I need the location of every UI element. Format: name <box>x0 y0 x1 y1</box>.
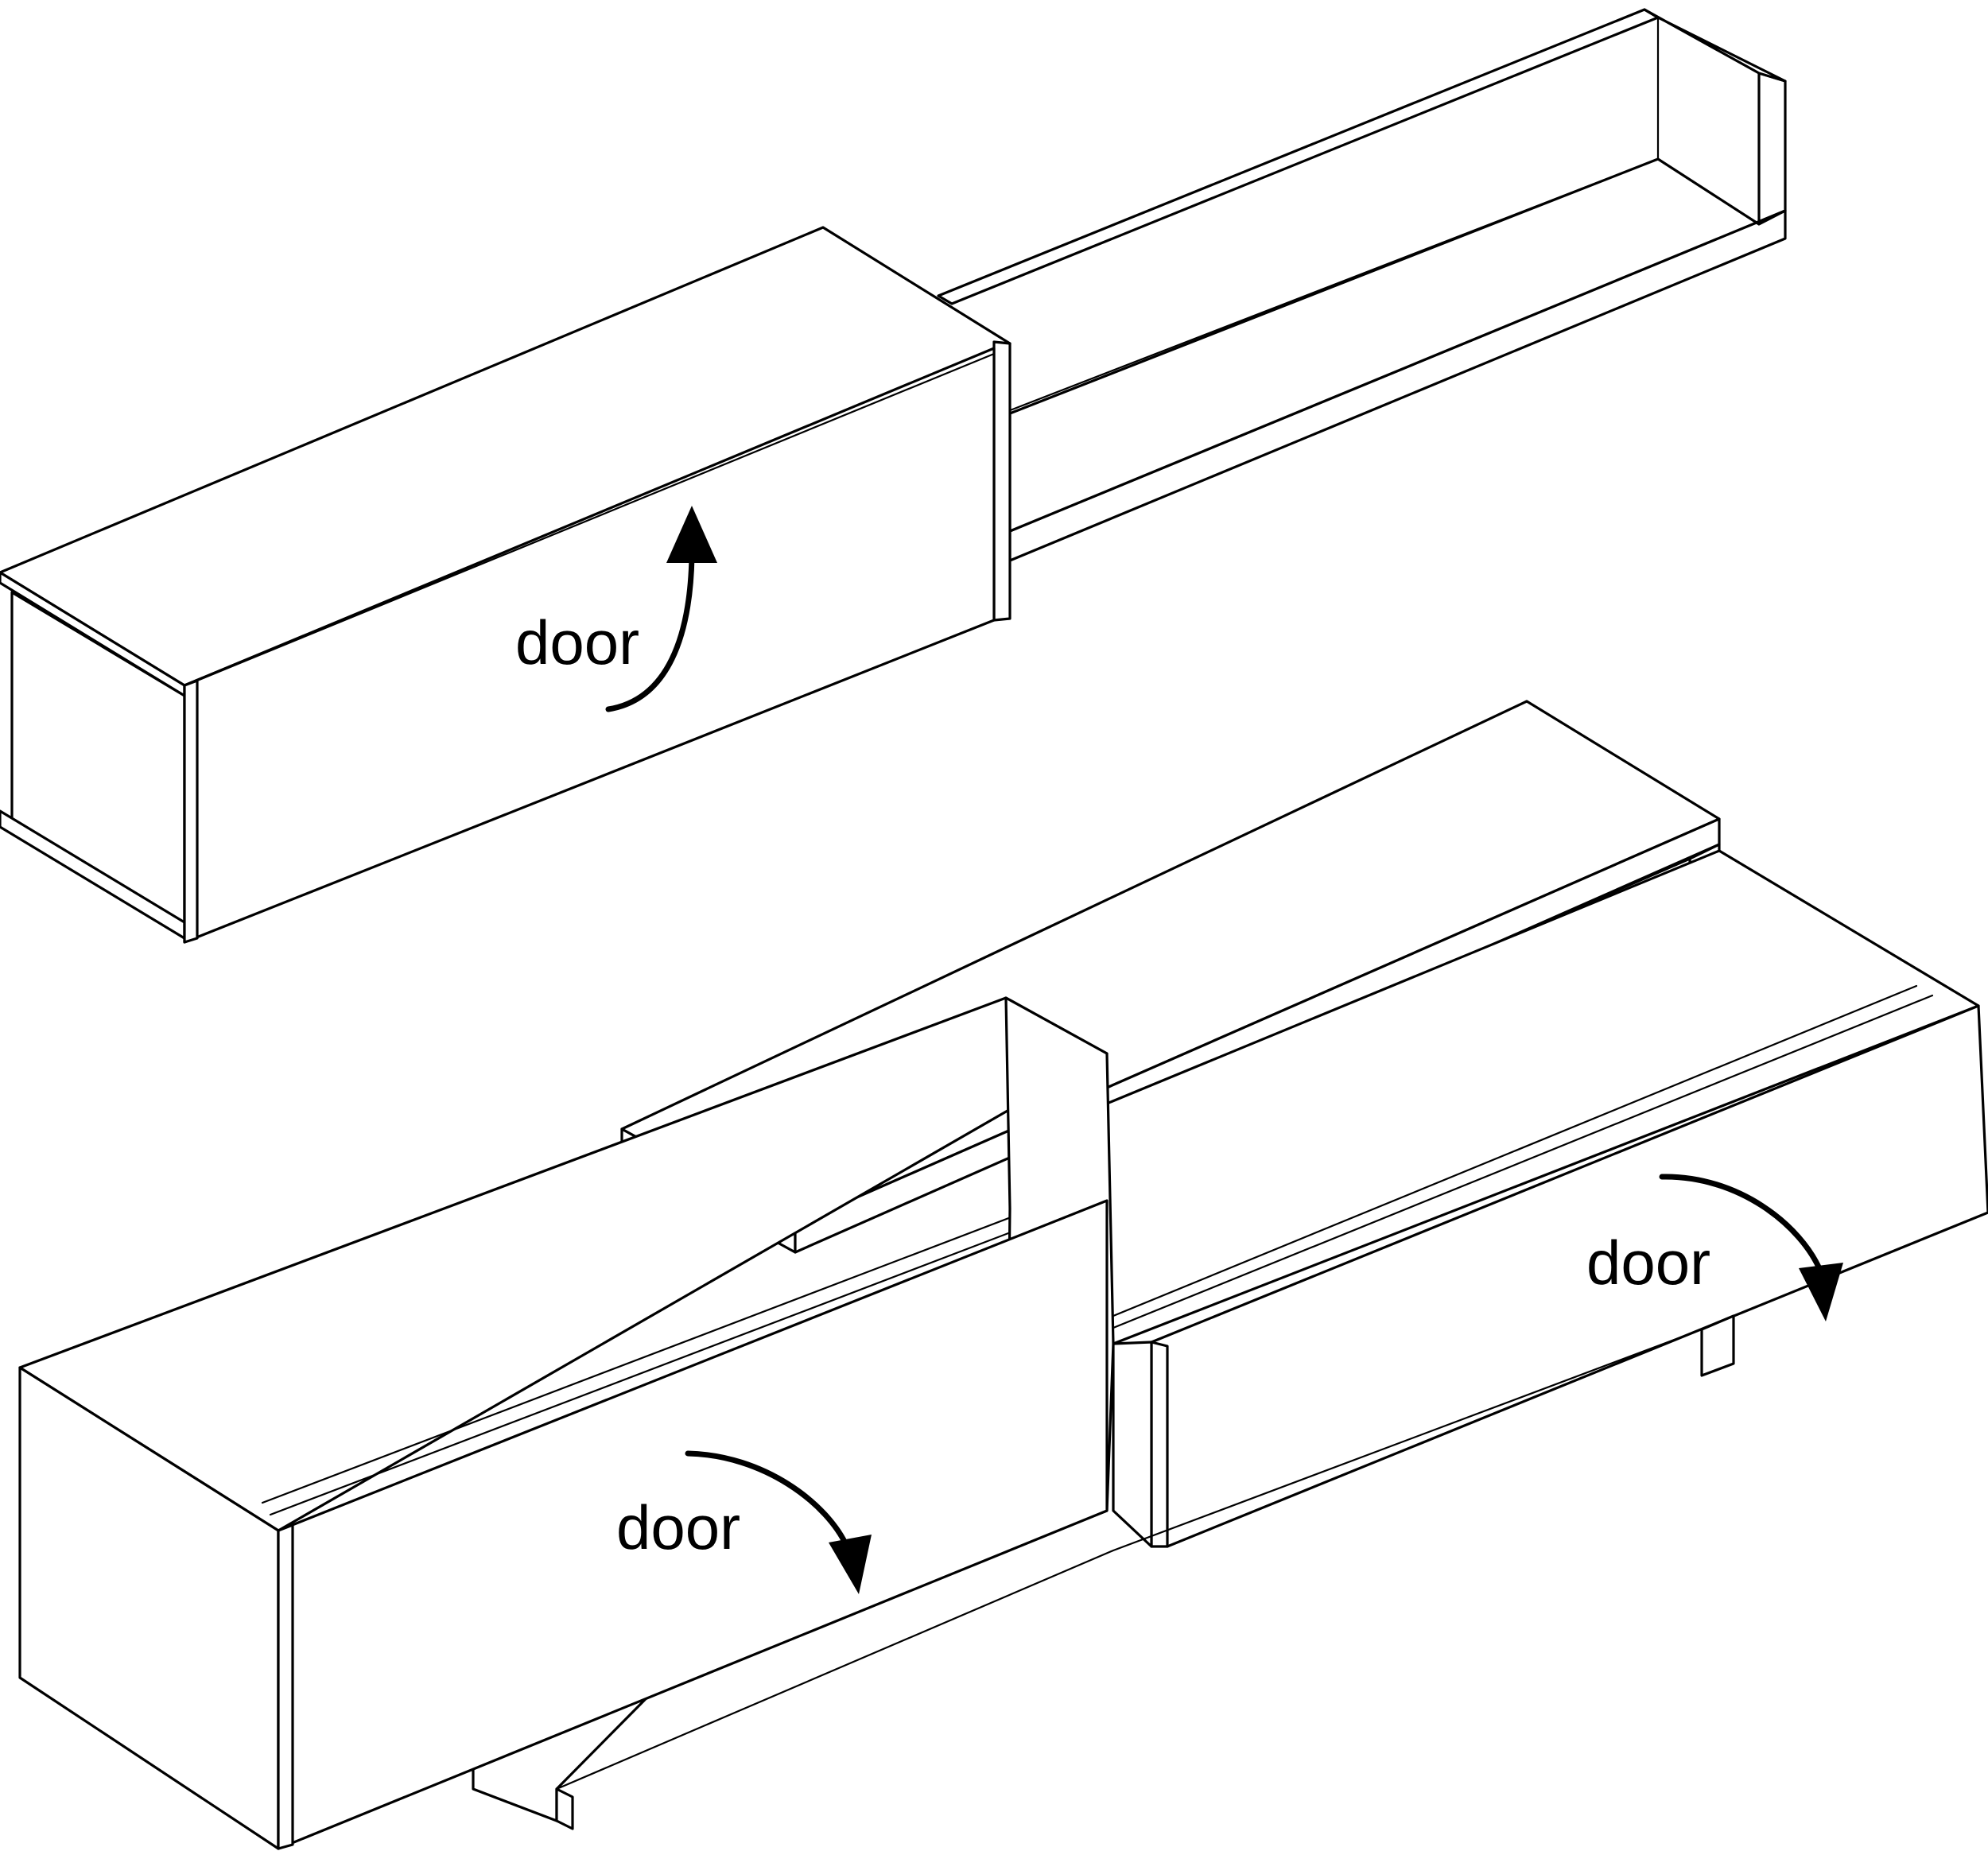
upper-cabinet <box>0 226 1011 944</box>
lower-right-door-open-arrow <box>1659 1174 1843 1321</box>
upper-door-label: door <box>515 607 639 677</box>
lower-tv-unit <box>18 700 1988 1850</box>
upper-door-open-arrow <box>605 506 717 712</box>
lower-left-door-open-arrow <box>685 1450 872 1594</box>
wall-shelf <box>937 8 1787 562</box>
lower-right-door-label: door <box>1586 1228 1710 1298</box>
lower-left-door-label: door <box>616 1492 740 1562</box>
